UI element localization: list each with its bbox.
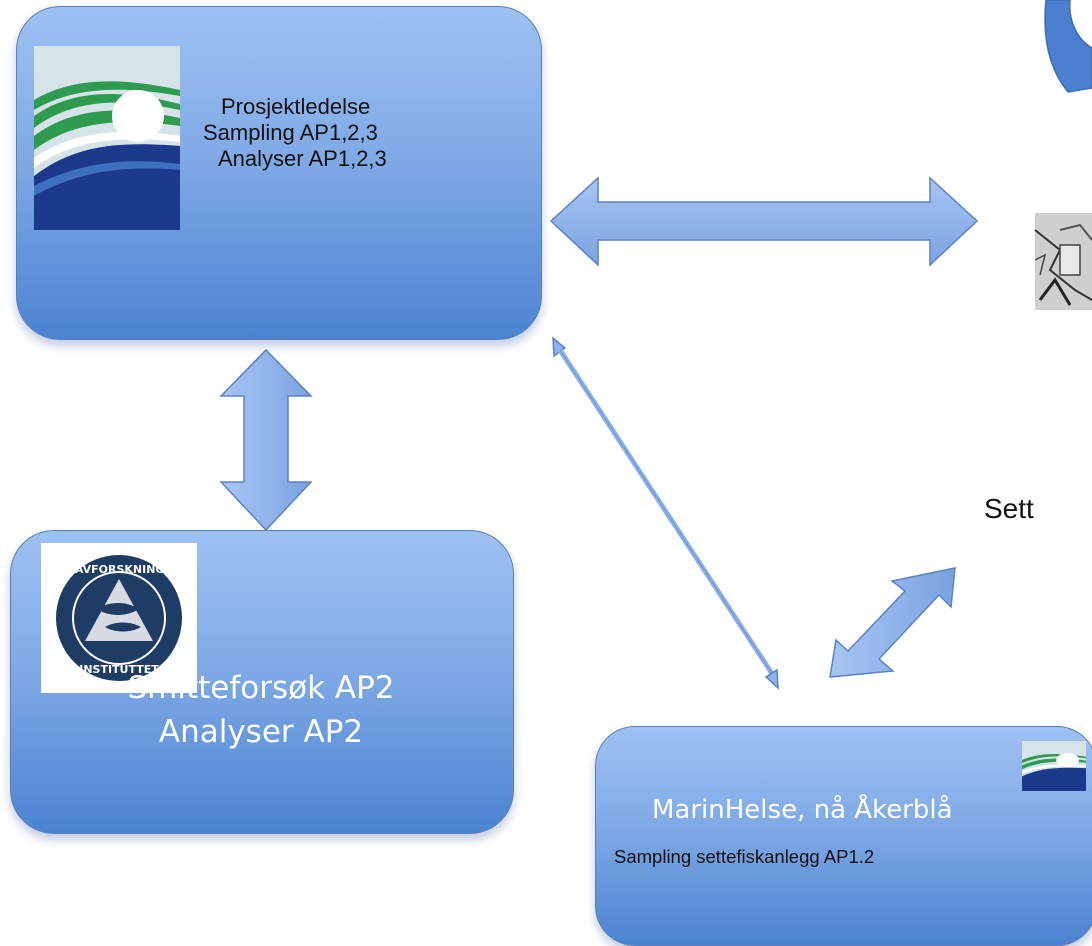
marinhelse-box xyxy=(595,726,1092,946)
infection-trial-label: Smitteforsøk AP2 xyxy=(127,670,395,706)
svg-text:HAVFORSKNINGS: HAVFORSKNINGS xyxy=(66,563,173,576)
analysis-label: Analyser AP1,2,3 xyxy=(218,146,387,171)
curved-arrow-partial xyxy=(1044,0,1092,93)
sampling-label: Sampling AP1,2,3 xyxy=(203,120,378,145)
marinhelse-subtitle: Sampling settefiskanlegg AP1.2 xyxy=(614,846,875,867)
small-wave-logo-icon xyxy=(1022,741,1086,791)
diagonal-thin-arrow xyxy=(552,336,779,690)
havforskning-text: Smitteforsøk AP2 Analyser AP2 xyxy=(10,666,512,754)
project-lead-text: Prosjektledelse Sampling AP1,2,3 Analyse… xyxy=(203,94,387,172)
svg-text:INSTITUTTET: INSTITUTTET xyxy=(79,663,159,676)
photo-thumbnail xyxy=(1034,213,1092,310)
vertical-double-arrow xyxy=(219,348,313,532)
marinhelse-title: MarinHelse, nå Åkerblå xyxy=(652,795,953,825)
partial-sett-label: Sett xyxy=(984,493,1034,524)
wave-logo-icon xyxy=(34,46,180,230)
project-lead-label: Prosjektledelse xyxy=(221,94,371,119)
hav-analysis-label: Analyser AP2 xyxy=(158,714,364,750)
havforskning-logo-icon: HAVFORSKNINGS INSTITUTTET xyxy=(41,543,197,693)
horizontal-double-arrow xyxy=(549,176,979,267)
diagonal-wide-double-arrow xyxy=(829,567,956,678)
